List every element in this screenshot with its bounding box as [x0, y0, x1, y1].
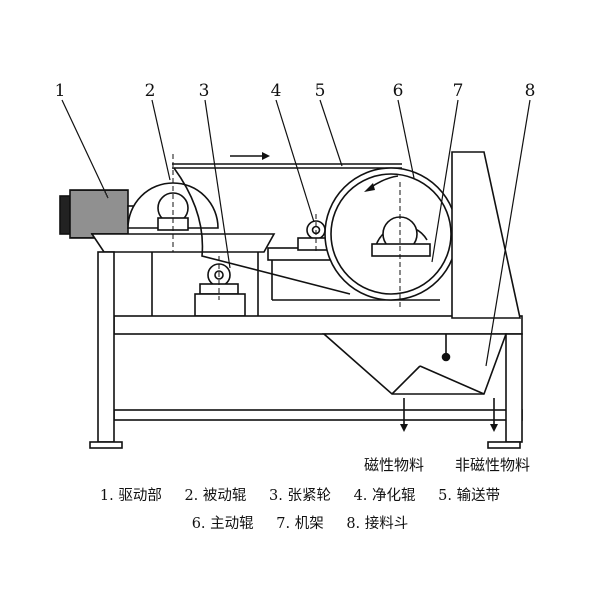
main-frame	[89, 251, 523, 449]
output-arrows	[400, 398, 498, 432]
motor-platform	[90, 233, 276, 318]
belt-direction-arrow	[230, 152, 270, 160]
callout-1: 1	[55, 81, 66, 101]
legend-item-tension-wheel: 3. 张紧轮	[269, 488, 331, 504]
center-lines	[172, 154, 401, 310]
main-drive-roller	[324, 167, 458, 301]
legend-item-drive: 1. 驱动部	[99, 488, 162, 504]
legend-item-cleaning-roller: 4. 净化辊	[353, 488, 416, 504]
legend-row-1: 1. 驱动部 2. 被动辊 3. 张紧轮 4. 净化辊 5. 输送带	[0, 484, 600, 505]
legend-item-main-roller: 6. 主动辊	[191, 516, 254, 532]
magnetic-output-label: 磁性物料	[364, 456, 424, 474]
tension-wheel	[194, 263, 246, 317]
legend-item-frame: 7. 机架	[276, 516, 324, 532]
callout-4: 4	[271, 81, 282, 101]
legend-item-passive-roller: 2. 被动辊	[184, 488, 247, 504]
callout-3: 3	[199, 81, 210, 101]
callout-7: 7	[453, 81, 464, 101]
legend-item-conveyor-belt: 5. 输送带	[438, 488, 501, 504]
receiving-hopper	[321, 151, 521, 395]
legend-row-2: 6. 主动辊 7. 机架 8. 接料斗	[0, 512, 600, 533]
callout-8: 8	[525, 81, 536, 101]
legend-item-hopper: 8. 接料斗	[346, 516, 409, 532]
callout-2: 2	[145, 81, 156, 101]
non-magnetic-output-label: 非磁性物料	[455, 456, 530, 474]
callout-6: 6	[393, 81, 404, 101]
leader-lines	[61, 99, 531, 367]
roller-rotation-arrow	[364, 175, 399, 192]
drive-motor	[59, 189, 139, 239]
callout-5: 5	[315, 81, 326, 101]
callout-numbers: 1 2 3 4 5 6 7 8	[55, 81, 536, 101]
